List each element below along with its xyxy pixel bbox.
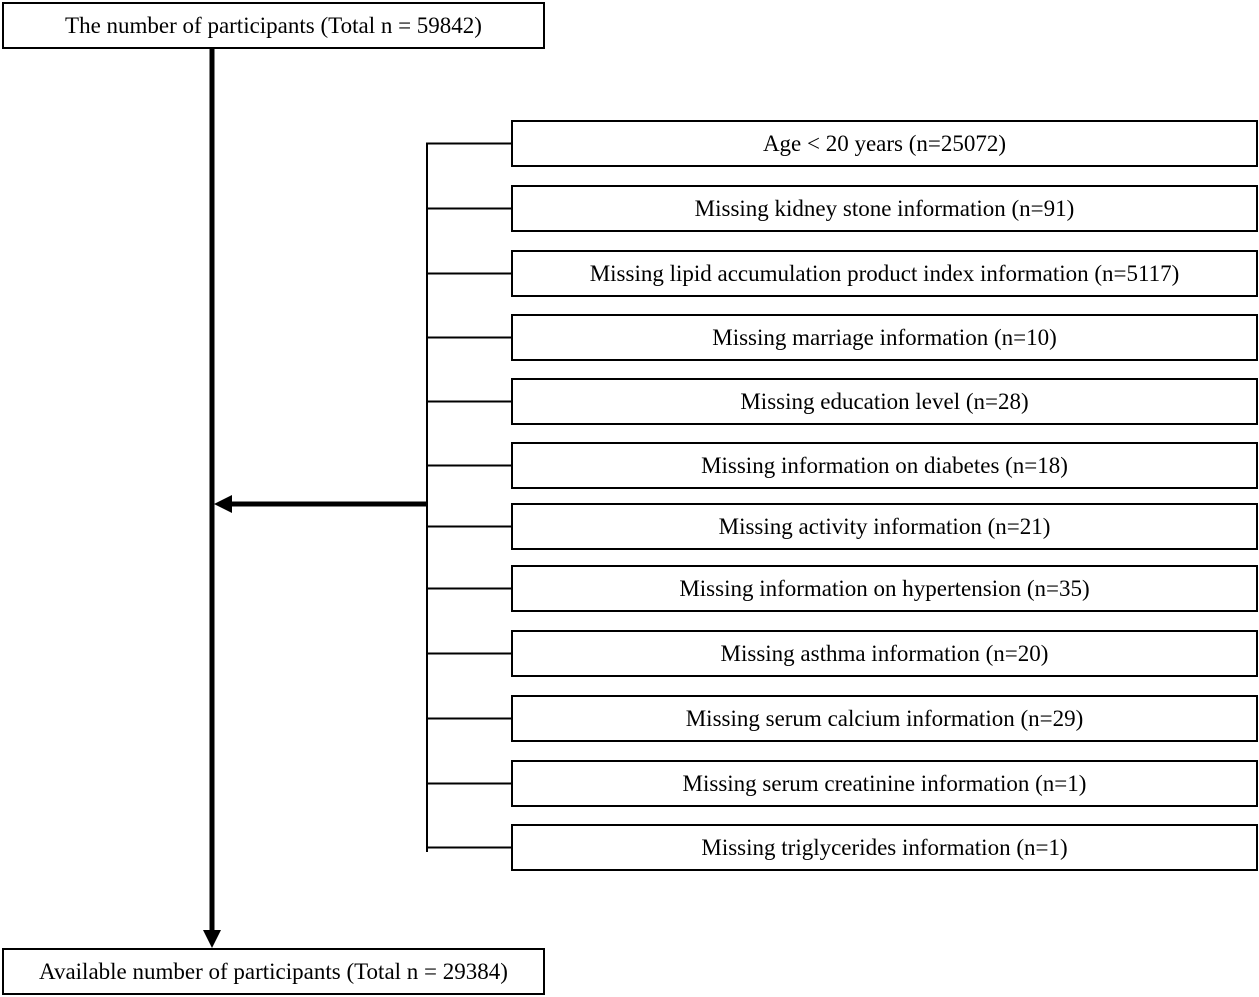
end-label: Available number of participants (Total … bbox=[39, 958, 508, 984]
exclusion-label: Missing marriage information (n=10) bbox=[712, 324, 1057, 350]
exclusion-box: Missing kidney stone information (n=91) bbox=[511, 185, 1258, 232]
exclusion-box: Missing triglycerides information (n=1) bbox=[511, 824, 1258, 871]
exclusion-label: Missing triglycerides information (n=1) bbox=[701, 834, 1068, 860]
exclusion-label: Missing serum calcium information (n=29) bbox=[685, 705, 1084, 731]
end-box: Available number of participants (Total … bbox=[2, 948, 545, 995]
start-box: The number of participants (Total n = 59… bbox=[2, 2, 545, 49]
exclusion-arrowhead bbox=[214, 495, 232, 513]
exclusion-label: Missing information on hypertension (n=3… bbox=[679, 575, 1090, 601]
start-label: The number of participants (Total n = 59… bbox=[65, 12, 482, 38]
exclusion-box: Missing asthma information (n=20) bbox=[511, 630, 1258, 677]
exclusion-label: Missing lipid accumulation product index… bbox=[589, 260, 1180, 286]
exclusion-label: Missing education level (n=28) bbox=[740, 388, 1029, 414]
exclusion-box: Missing information on diabetes (n=18) bbox=[511, 442, 1258, 489]
exclusion-box: Missing activity information (n=21) bbox=[511, 503, 1258, 550]
exclusion-box: Missing lipid accumulation product index… bbox=[511, 250, 1258, 297]
exclusion-box: Missing information on hypertension (n=3… bbox=[511, 565, 1258, 612]
exclusion-box: Missing education level (n=28) bbox=[511, 378, 1258, 425]
exclusion-label: Age < 20 years (n=25072) bbox=[762, 130, 1007, 156]
exclusion-box: Missing serum creatinine information (n=… bbox=[511, 760, 1258, 807]
exclusion-label: Missing kidney stone information (n=91) bbox=[694, 195, 1075, 221]
exclusion-label: Missing activity information (n=21) bbox=[718, 513, 1051, 539]
exclusion-label: Missing serum creatinine information (n=… bbox=[682, 770, 1087, 796]
exclusion-box: Missing marriage information (n=10) bbox=[511, 314, 1258, 361]
exclusion-box: Age < 20 years (n=25072) bbox=[511, 120, 1258, 167]
exclusion-ticks bbox=[426, 142, 511, 849]
exclusion-label: Missing information on diabetes (n=18) bbox=[701, 452, 1068, 478]
exclusion-box: Missing serum calcium information (n=29) bbox=[511, 695, 1258, 742]
main-flow-arrowhead bbox=[203, 930, 221, 948]
exclusion-label: Missing asthma information (n=20) bbox=[720, 640, 1049, 666]
